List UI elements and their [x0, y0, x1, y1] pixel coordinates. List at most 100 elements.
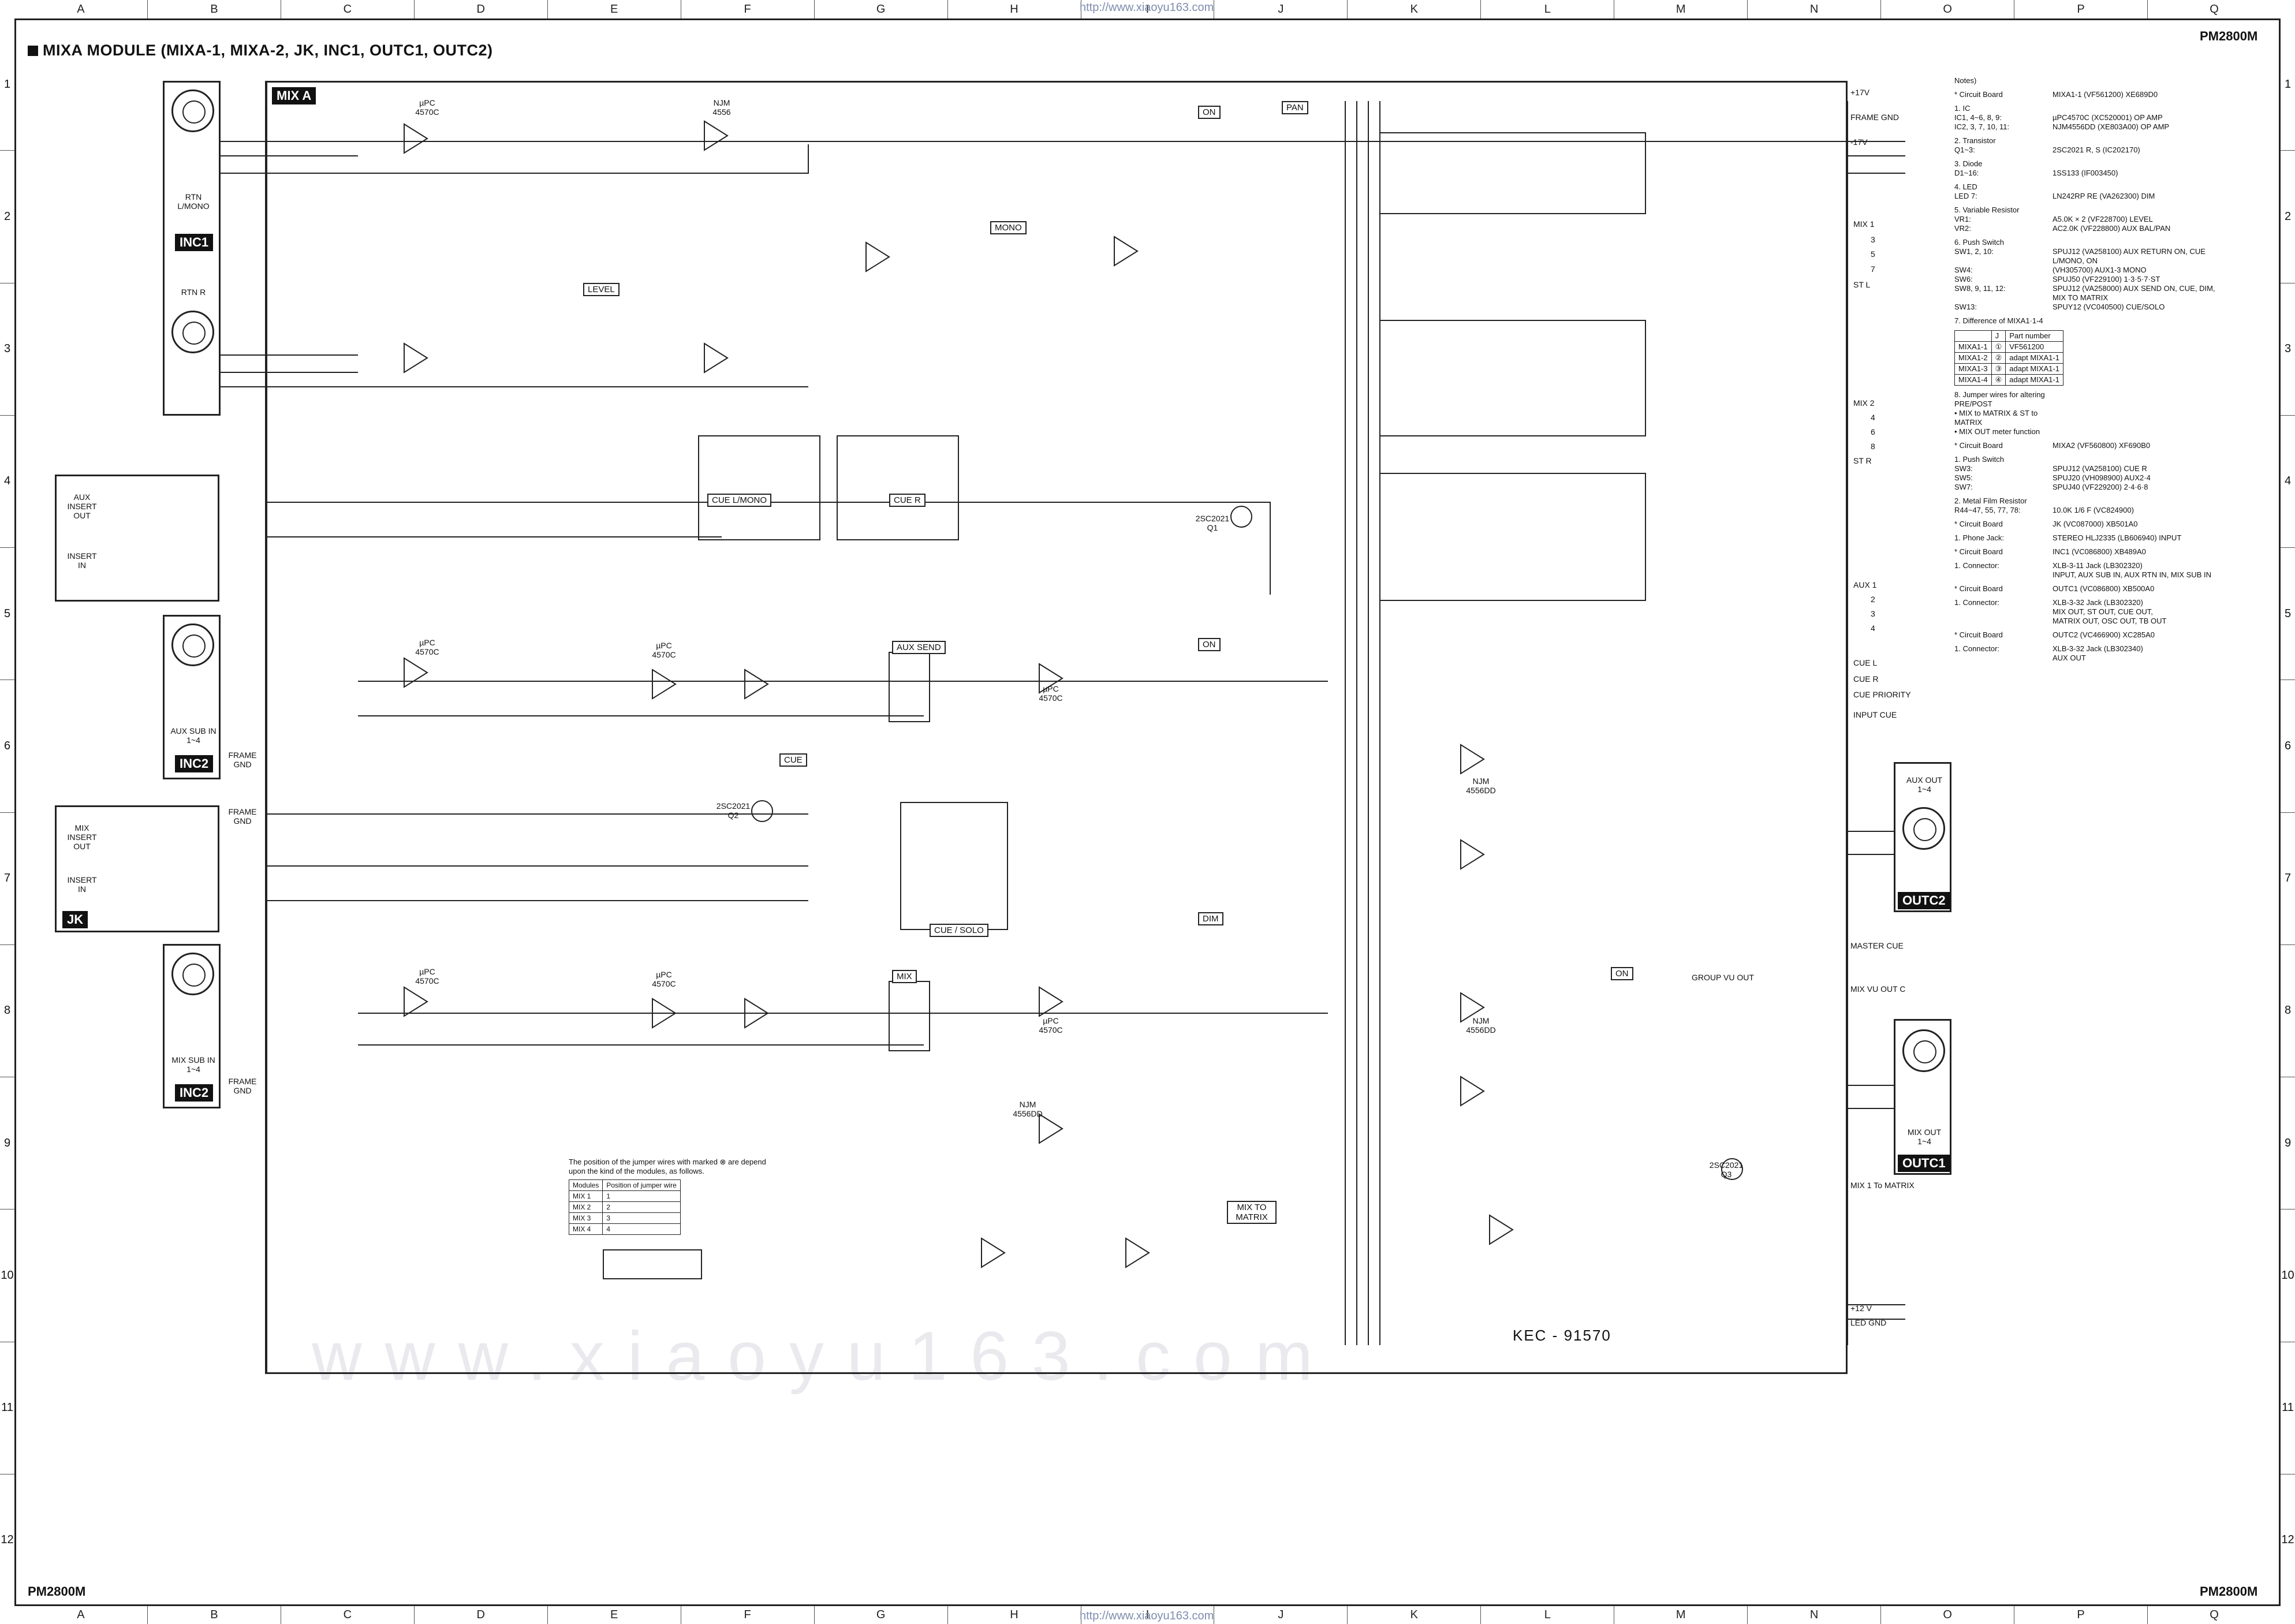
note-value: 1SS133 (IF003450): [2053, 169, 2118, 177]
port-master-cue: MASTER CUE: [1850, 941, 1904, 950]
note-item: 7. Difference of MIXA1·1-4: [1954, 316, 2255, 326]
port-input-cue: INPUT CUE: [1853, 710, 1897, 719]
grid-number: 5: [2281, 547, 2295, 680]
port-cue-l: CUE L: [1853, 658, 1878, 667]
grid-letter: D: [413, 0, 547, 18]
grid-letter: K: [1347, 1606, 1480, 1624]
inc2-tag-a: INC2: [175, 755, 214, 772]
on-box-2: ON: [1198, 638, 1221, 651]
notes-items-2: 8. Jumper wires for altering PRE/POST • …: [1954, 390, 2255, 663]
note-value: [2053, 316, 2255, 326]
port-cue-priority: CUE PRIORITY: [1853, 690, 1911, 699]
port-led-gnd: LED GND: [1850, 1318, 1887, 1327]
inc2-aux-sub-panel: AUX SUB IN 1~4 INC2: [163, 615, 221, 779]
model-number-top-right: PM2800M: [2200, 29, 2258, 43]
note-item: 6. Push Switch SW1, 2, 10: SW4: SW6: SW8…: [1954, 238, 2255, 312]
jumper-note: The position of the jumper wires with ma…: [568, 1158, 777, 1235]
jumper-cell: 1: [602, 1190, 681, 1202]
outc1-jack-panel: MIX OUT 1~4 OUTC1: [1894, 1019, 1951, 1175]
note-item: 1. IC IC1, 4~6, 8, 9: IC2, 3, 7, 10, 11:…: [1954, 104, 2255, 132]
note-item: 1. Push Switch SW3: SW5: SW7: SPUJ12 (VA…: [1954, 455, 2255, 492]
note-value: 10.0K 1/6 F (VC824900): [2053, 506, 2134, 514]
difference-cell: MIXA1-2: [1954, 352, 1992, 364]
note-value: µPC4570C (XC520001) OP AMP NJM4556DD (XE…: [2053, 113, 2170, 131]
port-frame-gnd: FRAME GND: [1850, 113, 1899, 122]
port-st-l: ST L: [1853, 280, 1871, 289]
grid-number: 1: [2284, 77, 2292, 91]
grid-letter: L: [1480, 1606, 1614, 1624]
note-item: 5. Variable Resistor VR1: VR2: A5.0K × 2…: [1954, 206, 2255, 233]
difference-cell: ②: [1991, 352, 2006, 364]
difference-cell: [1954, 330, 1992, 342]
ic-njm-b-label: NJM 4556DD: [1466, 1016, 1496, 1035]
note-item: 1. Connector:XLB-3-32 Jack (LB302320) MI…: [1954, 598, 2255, 626]
port-mix-to-matrix: MIX 1 To MATRIX: [1850, 1181, 1915, 1190]
port-mix4: 4: [1871, 413, 1875, 422]
port-st-r: ST R: [1853, 456, 1872, 465]
grid-letter: Q: [2147, 1606, 2281, 1624]
grid-number: 11: [0, 1341, 14, 1474]
grid-letter: P: [2014, 1606, 2147, 1624]
port-p12v: +12 V: [1850, 1304, 1872, 1313]
note-item: 3. Diode D1~16: 1SS133 (IF003450): [1954, 159, 2255, 178]
note-key: 1. IC IC1, 4~6, 8, 9: IC2, 3, 7, 10, 11:: [1954, 104, 2010, 131]
note-value: LN242RP RE (VA262300) DIM: [2053, 192, 2155, 200]
jk-jack-panel: MIX INSERT OUT INSERT IN JK: [55, 805, 219, 932]
grid-letter: E: [547, 0, 681, 18]
grid-number: 8: [2281, 944, 2295, 1077]
note-item: * Circuit Board MIXA2 (VF560800) XF690B0: [1954, 441, 2255, 450]
notes-title: Notes): [1954, 76, 1977, 85]
difference-cell: ④: [1991, 374, 2006, 386]
port-mix8: 8: [1871, 442, 1875, 451]
note-key: 7. Difference of MIXA1·1-4: [1954, 316, 2043, 325]
grid-letter: M: [1614, 0, 1747, 18]
outc2-jack-panel: AUX OUT 1~4 OUTC2: [1894, 762, 1951, 912]
grid-number: 6: [0, 680, 14, 812]
grid-number: 9: [0, 1077, 14, 1209]
grid-letter: B: [147, 1606, 281, 1624]
grid-letter: Q: [2147, 0, 2281, 18]
grid-number: 1: [3, 77, 11, 91]
frame-gnd-label-a: FRAME GND: [228, 751, 257, 769]
note-key: 1. Connector:: [1954, 598, 2000, 607]
source-url-bottom[interactable]: http://www.xiaoyu163.com: [1080, 1610, 1214, 1622]
xlr-rtn-lmono-icon: [171, 89, 214, 132]
grid-number: 12: [2281, 1473, 2295, 1606]
port-mix3: 3: [1871, 235, 1875, 244]
grid-letter: C: [280, 0, 414, 18]
note-key: * Circuit Board: [1954, 441, 2003, 450]
grid-letter: H: [947, 1606, 1081, 1624]
grid-letter: O: [1880, 0, 2014, 18]
note-key: 1. Connector:: [1954, 644, 2000, 653]
grid-number: 2: [0, 150, 14, 282]
ic1-label: µPC 4570C: [415, 98, 439, 117]
port-mix5: 5: [1871, 249, 1875, 259]
outc1-tag: OUTC1: [1898, 1155, 1950, 1172]
source-url-top[interactable]: http://www.xiaoyu163.com: [1080, 1, 1214, 14]
difference-cell: MIXA1-3: [1954, 363, 1992, 375]
ic-njm-c-label: NJM 4556DD: [1013, 1100, 1043, 1118]
port-mix1: MIX 1: [1853, 219, 1875, 229]
note-key: 6. Push Switch SW1, 2, 10: SW4: SW6: SW8…: [1954, 238, 2006, 311]
grid-letter: J: [1214, 1606, 1347, 1624]
note-key: 8. Jumper wires for altering PRE/POST • …: [1954, 390, 2045, 436]
mix-insert-in-label: INSERT IN: [67, 875, 97, 894]
outc2-tag: OUTC2: [1898, 892, 1950, 909]
difference-cell: J: [1991, 330, 2006, 342]
grid-number: 10: [0, 1209, 14, 1341]
grid-number: 3: [2281, 282, 2295, 415]
page-title: MIXA MODULE (MIXA-1, MIXA-2, JK, INC1, O…: [28, 42, 493, 59]
grid-number: 2: [2281, 150, 2295, 282]
grid-letter: L: [1480, 0, 1614, 18]
note-value: MIXA2 (VF560800) XF690B0: [2053, 441, 2151, 450]
